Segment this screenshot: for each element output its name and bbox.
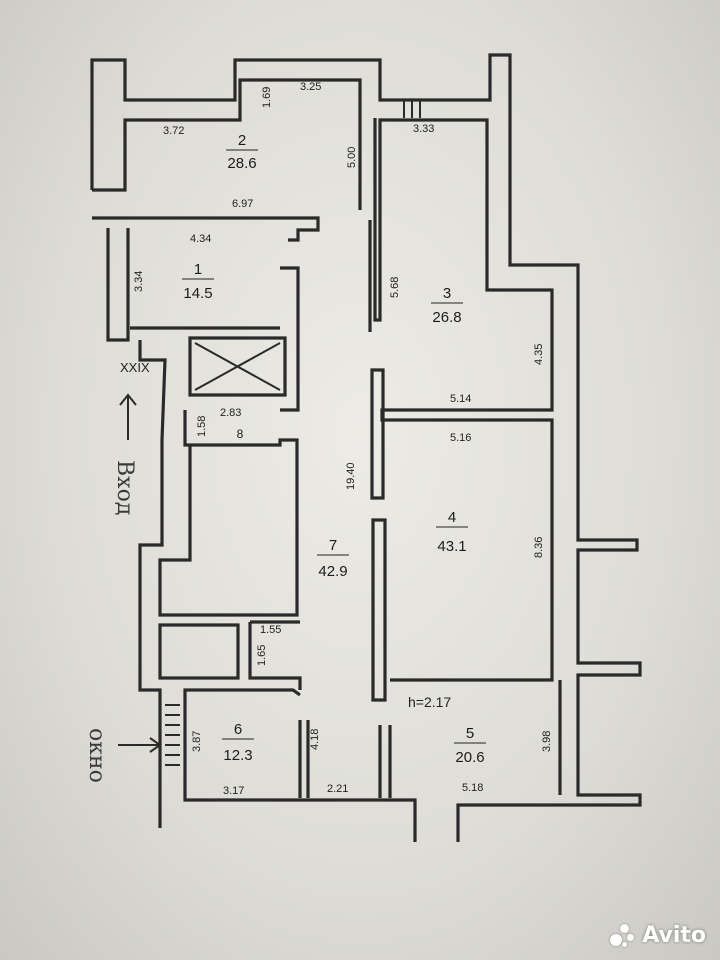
dim-5-14: 5.14 <box>450 393 471 405</box>
window-note: окно <box>84 728 109 783</box>
exterior-walls <box>90 53 642 842</box>
dim-5-68: 5.68 <box>389 277 401 298</box>
dim-3-34: 3.34 <box>133 271 145 292</box>
room-5-area: 20.6 <box>455 749 484 766</box>
watermark-text: Avito <box>642 922 706 948</box>
watermark: Avito <box>610 922 706 948</box>
entrance-note: Вход <box>112 460 137 515</box>
dim-5-18: 5.18 <box>462 782 483 794</box>
room-labels: 2 28.6 1 14.5 3 26.8 4 43.1 7 42.9 6 12.… <box>182 132 486 766</box>
dimension-labels: 3.25 1.69 3.72 5.00 3.33 6.97 4.34 3.34 … <box>120 81 553 797</box>
vent-grille <box>403 100 421 118</box>
interior-walls <box>130 100 562 798</box>
room-4-number: 4 <box>448 509 456 526</box>
dim-2-83: 2.83 <box>220 407 241 419</box>
dim-4-34: 4.34 <box>190 233 211 245</box>
elevator-shaft-cross <box>194 342 281 391</box>
room-1-number: 1 <box>194 261 202 278</box>
room-6-number: 6 <box>234 721 242 738</box>
handwritten-notes: Вход окно <box>84 393 162 783</box>
room-2-area: 28.6 <box>227 155 256 172</box>
dim-19-40: 19.40 <box>345 462 357 490</box>
entrance-arrow <box>119 393 137 440</box>
room-3-area: 26.8 <box>432 309 461 326</box>
dim-1-55: 1.55 <box>260 624 281 636</box>
dim-3-17: 3.17 <box>223 785 244 797</box>
room-7-area: 42.9 <box>318 563 347 580</box>
dim-6-97: 6.97 <box>232 198 253 210</box>
dim-1-58: 1.58 <box>196 416 208 437</box>
dim-3-72: 3.72 <box>163 125 184 137</box>
dim-4-18: 4.18 <box>309 729 321 750</box>
ceiling-height: h=2.17 <box>408 694 451 710</box>
dim-3-33: 3.33 <box>413 123 434 135</box>
room-6-area: 12.3 <box>223 747 252 764</box>
window-stairs <box>165 704 180 766</box>
dim-1-69: 1.69 <box>261 87 273 108</box>
dim-3-87: 3.87 <box>191 731 203 752</box>
window-arrow <box>118 737 162 753</box>
axis-mark: XXIX <box>120 360 150 375</box>
dim-2-21: 2.21 <box>327 783 348 795</box>
room-2-number: 2 <box>238 132 246 149</box>
dim-5-16: 5.16 <box>450 432 471 444</box>
room-5-number: 5 <box>466 725 474 742</box>
dim-3-98: 3.98 <box>541 731 553 752</box>
dim-5-00: 5.00 <box>346 147 358 168</box>
dim-4-35: 4.35 <box>533 344 545 365</box>
dim-1-65: 1.65 <box>256 645 268 666</box>
dim-8-36: 8.36 <box>533 537 545 558</box>
room-7-number: 7 <box>329 537 337 554</box>
room-8-number: 8 <box>237 427 244 441</box>
room-3-number: 3 <box>443 285 451 302</box>
avito-logo-icon <box>610 922 636 948</box>
dim-3-25: 3.25 <box>300 81 321 93</box>
room-1-area: 14.5 <box>183 285 212 302</box>
room-4-area: 43.1 <box>437 538 466 555</box>
